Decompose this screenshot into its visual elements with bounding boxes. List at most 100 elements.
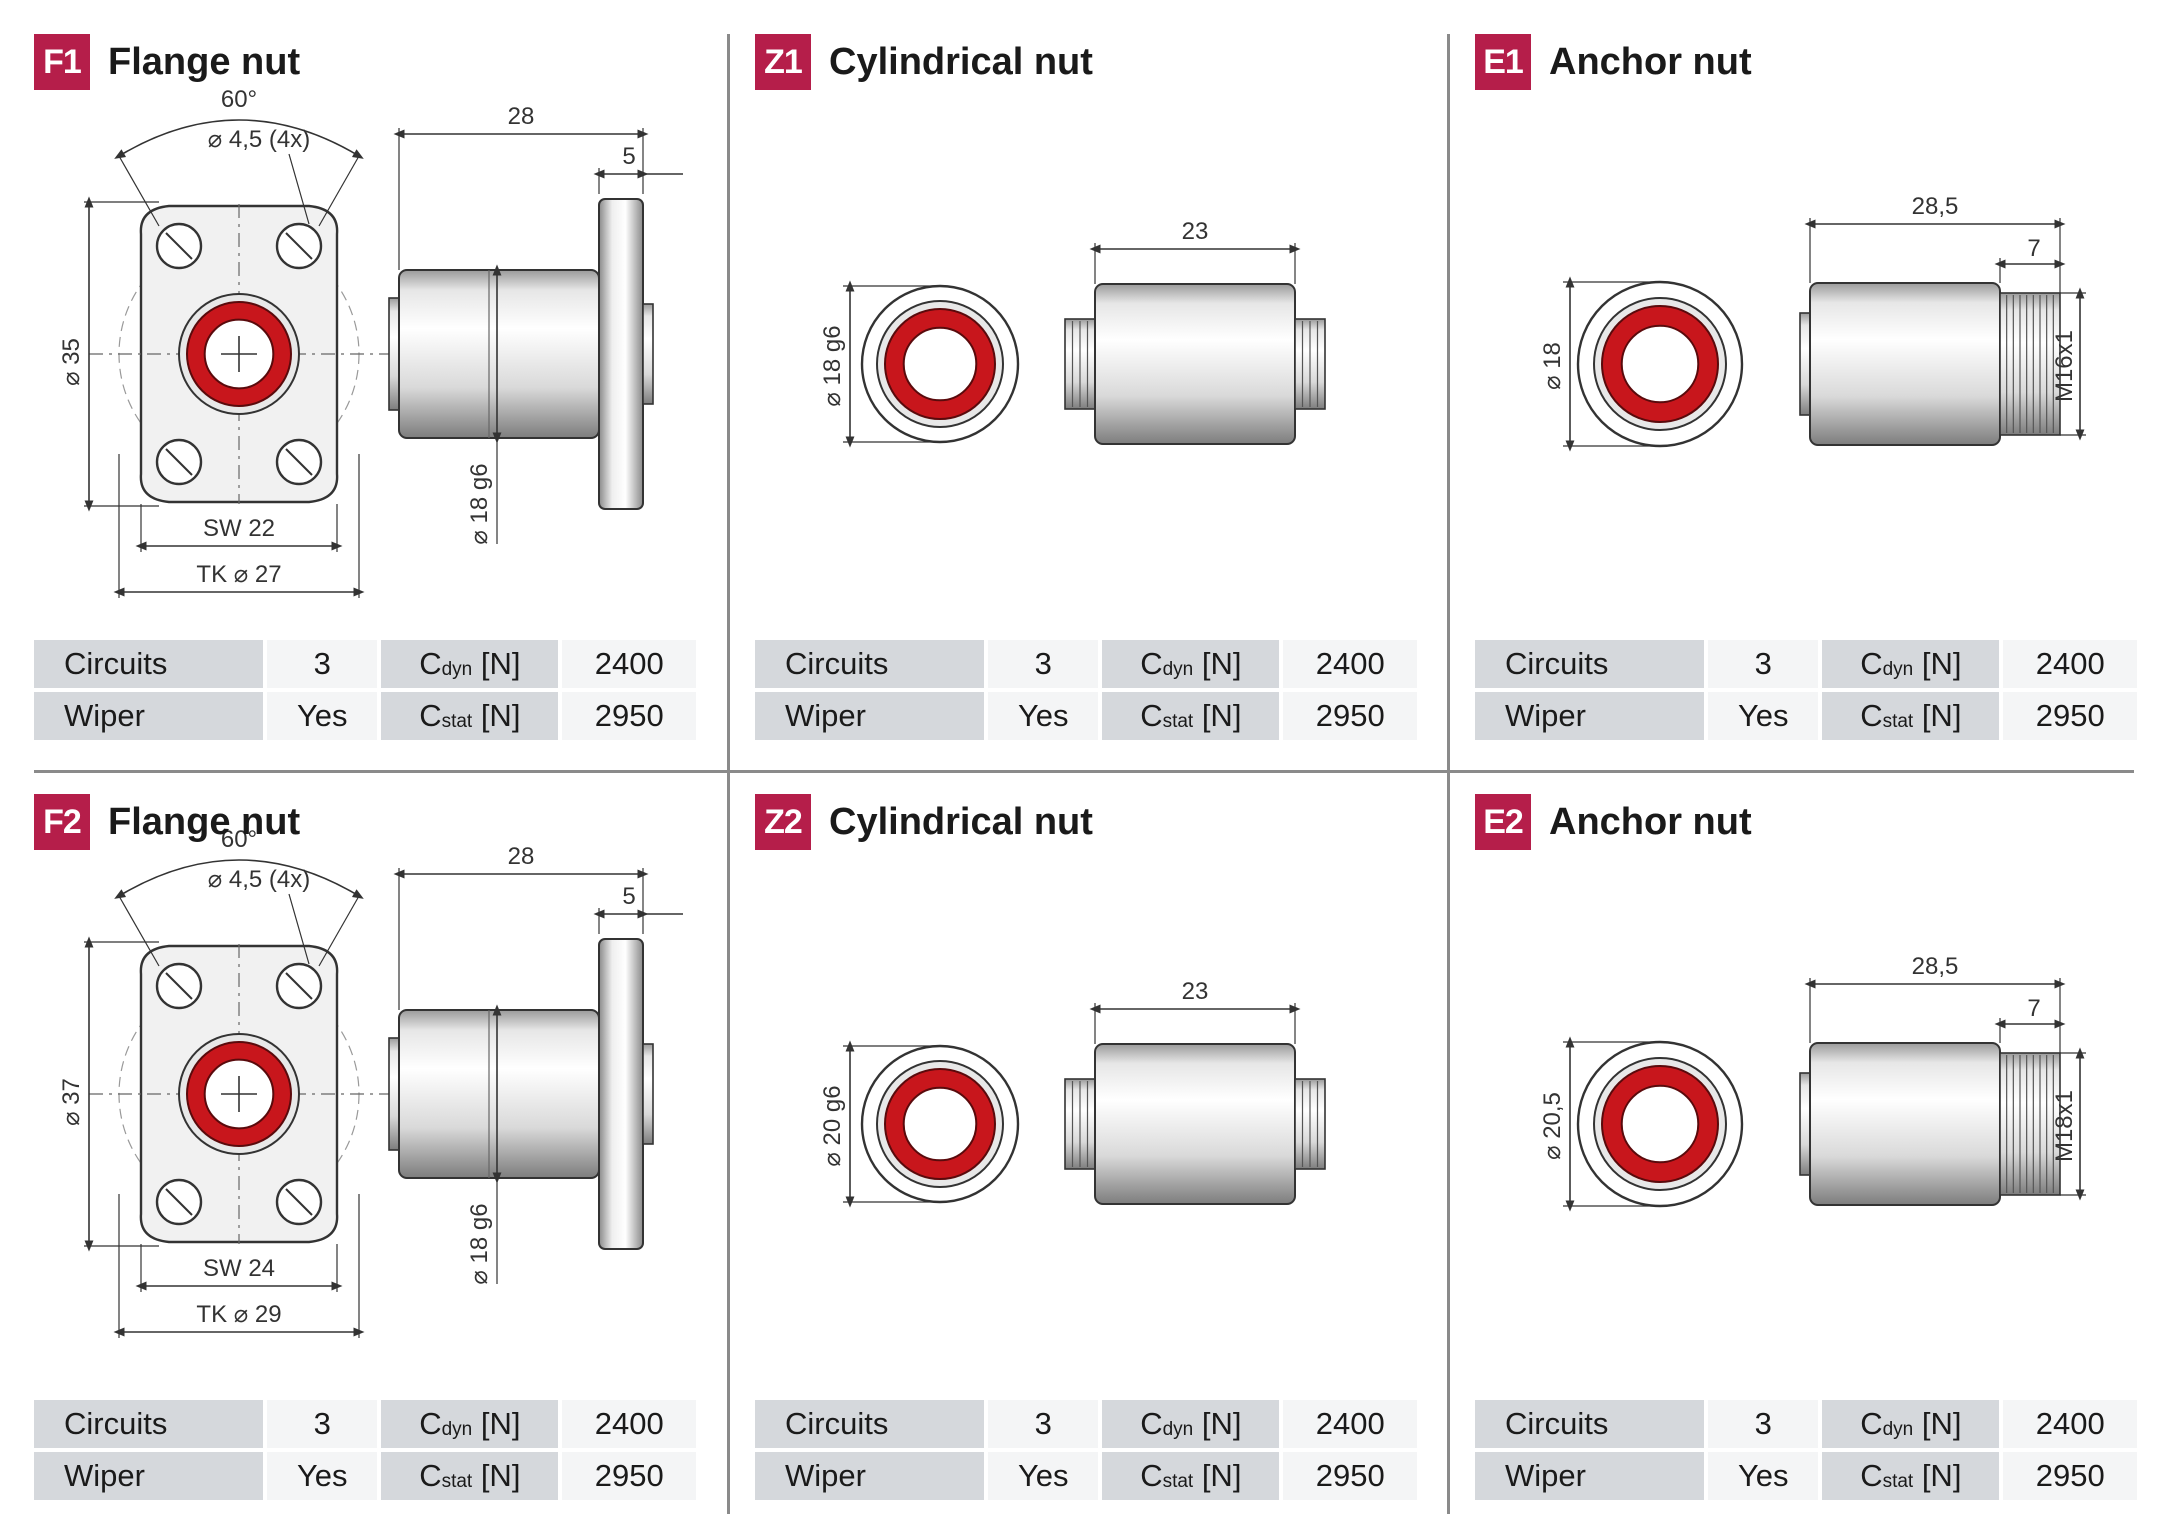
hole-diameter-label: ⌀ 4,5 (4x) (208, 866, 310, 893)
wiper-value: Yes (1708, 692, 1819, 740)
circuits-value: 3 (988, 1400, 1099, 1448)
sw-label: SW 22 (203, 515, 275, 542)
flange-thickness-label: 5 (622, 143, 635, 170)
mount-hole-icon (155, 222, 203, 270)
spec-row-2: Wiper Yes Cstat [N] 2950 (755, 692, 1417, 740)
circuits-value: 3 (1708, 640, 1819, 688)
spec-table: Circuits 3 Cdyn [N] 2400 Wiper Yes Cstat… (30, 1396, 700, 1504)
sw-label: SW 24 (203, 1255, 275, 1282)
spec-row-1: Circuits 3 Cdyn [N] 2400 (34, 640, 696, 688)
wiper-label: Wiper (34, 692, 264, 740)
tk-label: TK ⌀ 29 (196, 1301, 281, 1328)
thread-left (1064, 318, 1096, 410)
cstat-value: 2950 (562, 692, 696, 740)
thread-size-label: M16x1 (2051, 330, 2078, 402)
cdyn-value: 2400 (562, 1400, 696, 1448)
spec-table: Circuits 3 Cdyn [N] 2400 Wiper Yes Cstat… (751, 636, 1421, 744)
spec-row-1: Circuits 3 Cdyn [N] 2400 (34, 1400, 696, 1448)
panel-title: Cylindrical nut (829, 40, 1093, 83)
mount-hole-icon (155, 1178, 203, 1226)
cylinder-side-view (1064, 283, 1326, 445)
cstat-value: 2950 (2003, 1452, 2137, 1500)
divider-horizontal (34, 770, 2134, 773)
wiper-value: Yes (988, 1452, 1099, 1500)
cdyn-value: 2400 (1283, 640, 1417, 688)
panel-title: Anchor nut (1549, 800, 1752, 843)
spec-row-1: Circuits 3 Cdyn [N] 2400 (1475, 640, 2137, 688)
anchor-side-view (1799, 1042, 2061, 1206)
spec-table: Circuits 3 Cdyn [N] 2400 Wiper Yes Cstat… (1471, 1396, 2141, 1504)
cstat-label: Cstat [N] (1102, 1452, 1280, 1500)
spec-row-2: Wiper Yes Cstat [N] 2950 (755, 1452, 1417, 1500)
variant-badge: F1 (34, 34, 90, 90)
technical-drawing: ⌀ 18 g6 23 (819, 218, 1326, 448)
length-label: 28 (508, 843, 535, 870)
circuits-value: 3 (267, 640, 378, 688)
cdyn-label: Cdyn [N] (1822, 1400, 2000, 1448)
wiper-label: Wiper (1475, 1452, 1705, 1500)
divider-vertical-1 (727, 34, 730, 1514)
mount-hole-icon (275, 1178, 323, 1226)
spec-row-1: Circuits 3 Cdyn [N] 2400 (1475, 1400, 2137, 1448)
cstat-label: Cstat [N] (381, 692, 559, 740)
circuits-label: Circuits (1475, 640, 1705, 688)
length-label: 28,5 (1912, 953, 1959, 980)
diameter-label: ⌀ 18 g6 (819, 325, 846, 406)
wiper-value: Yes (988, 692, 1099, 740)
cdyn-label: Cdyn [N] (1822, 640, 2000, 688)
thread-right (1294, 1078, 1326, 1170)
flange-side-view (388, 198, 654, 510)
cstat-label: Cstat [N] (381, 1452, 559, 1500)
flange-side-view (388, 938, 654, 1250)
spec-row-2: Wiper Yes Cstat [N] 2950 (1475, 692, 2137, 740)
diameter-label: ⌀ 18 (1539, 342, 1566, 390)
circuits-value: 3 (988, 640, 1099, 688)
length-label: 23 (1182, 978, 1209, 1005)
cstat-label: Cstat [N] (1822, 1452, 2000, 1500)
spec-row-1: Circuits 3 Cdyn [N] 2400 (755, 640, 1417, 688)
variant-badge: Z2 (755, 794, 811, 850)
thread-icon (1999, 292, 2061, 436)
wiper-seal (876, 1060, 1004, 1188)
wiper-seal (876, 300, 1004, 428)
spec-row-2: Wiper Yes Cstat [N] 2950 (34, 692, 696, 740)
mount-hole-icon (275, 962, 323, 1010)
circuits-label: Circuits (34, 1400, 264, 1448)
thread-right (1294, 318, 1326, 410)
wiper-label: Wiper (1475, 692, 1705, 740)
panel-title: Cylindrical nut (829, 800, 1093, 843)
wiper-value: Yes (267, 692, 378, 740)
divider-vertical-2 (1447, 34, 1450, 1514)
thread-icon (1999, 1052, 2061, 1196)
wiper-label: Wiper (755, 1452, 985, 1500)
cdyn-label: Cdyn [N] (1102, 1400, 1280, 1448)
spec-row-1: Circuits 3 Cdyn [N] 2400 (755, 1400, 1417, 1448)
thread-length-label: 7 (2027, 235, 2040, 262)
variant-badge: E2 (1475, 794, 1531, 850)
panel-title: Anchor nut (1549, 40, 1752, 83)
cdyn-value: 2400 (1283, 1400, 1417, 1448)
spec-table: Circuits 3 Cdyn [N] 2400 Wiper Yes Cstat… (30, 636, 700, 744)
diameter-label: ⌀ 20,5 (1539, 1092, 1566, 1160)
length-label: 23 (1182, 218, 1209, 245)
cstat-label: Cstat [N] (1822, 692, 2000, 740)
panel-header: E2 Anchor nut (1475, 794, 1752, 850)
mount-hole-icon (155, 438, 203, 486)
bore-label: ⌀ 18 g6 (466, 1203, 493, 1284)
cstat-value: 2950 (2003, 692, 2137, 740)
spec-table: Circuits 3 Cdyn [N] 2400 Wiper Yes Cstat… (751, 1396, 1421, 1504)
wiper-seal (1593, 1057, 1727, 1191)
panel-title: Flange nut (108, 800, 301, 843)
tk-label: TK ⌀ 27 (196, 561, 281, 588)
wiper-seal (178, 1033, 300, 1155)
circuits-value: 3 (267, 1400, 378, 1448)
cdyn-label: Cdyn [N] (381, 640, 559, 688)
panel-header: Z2 Cylindrical nut (755, 794, 1093, 850)
